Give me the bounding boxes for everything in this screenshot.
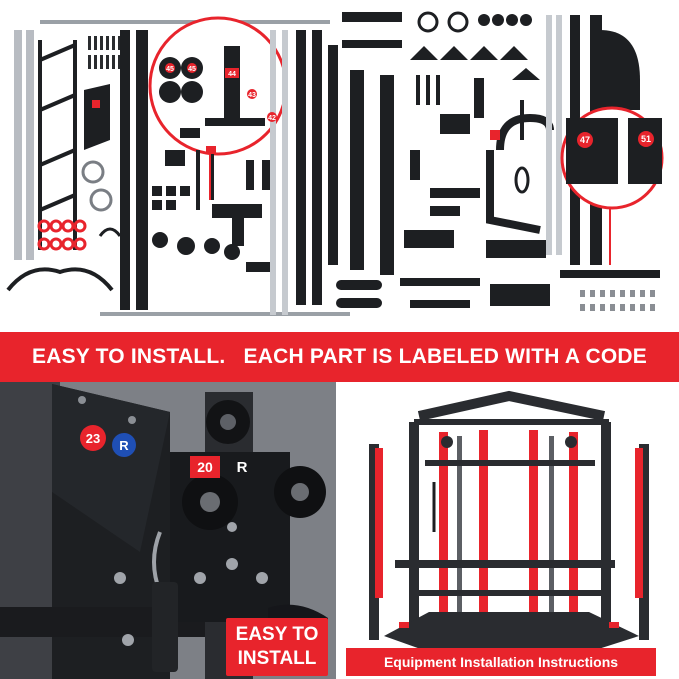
part-code-label: 42 xyxy=(268,115,276,122)
long-bar xyxy=(100,312,350,316)
upright-bar xyxy=(26,30,34,260)
easy-install-line2: INSTALL xyxy=(237,648,317,669)
part-code-label: 44 xyxy=(228,71,236,78)
zoom-label-layer: 45 45 44 43 42 47 51 xyxy=(165,63,654,148)
part-code-label: 51 xyxy=(641,134,651,144)
lat-bar-handle xyxy=(6,267,114,292)
assembled-machine-illustration xyxy=(339,382,679,679)
side-code-label: R xyxy=(237,459,248,476)
manual-label: Equipment Installation Instructions xyxy=(383,654,619,670)
handle xyxy=(98,227,122,237)
part-code-label: 43 xyxy=(248,92,256,99)
panel-divider xyxy=(336,382,339,679)
part-label-marker xyxy=(92,100,100,108)
part-code-label: 23 xyxy=(86,431,100,446)
part-code-label: 45 xyxy=(166,66,174,73)
red-clips xyxy=(37,219,87,251)
long-bar xyxy=(40,20,330,24)
banner-text: EASY TO INSTALL. EACH PART IS LABELED WI… xyxy=(32,345,647,368)
pulley-closeup-illustration: 23 R 20 R xyxy=(0,382,336,679)
bolt-set xyxy=(88,36,121,69)
ladder-frame xyxy=(38,40,77,250)
easy-install-badge: EASY TO INSTALL xyxy=(226,618,328,676)
column xyxy=(120,30,130,310)
part-code-label: 45 xyxy=(188,66,196,73)
parts-illustration xyxy=(6,11,664,316)
parts-cluster xyxy=(152,150,276,272)
side-code-label: R xyxy=(119,438,129,453)
upright-bar xyxy=(14,30,22,260)
installation-manual-bar: Equipment Installation Instructions xyxy=(346,648,656,676)
part-code-label: 47 xyxy=(580,135,590,145)
parts-layout-panel: 45 45 44 43 42 47 51 xyxy=(0,0,679,332)
cable-coil xyxy=(81,160,105,184)
labeled-parts-banner: EASY TO INSTALL. EACH PART IS LABELED WI… xyxy=(0,332,679,382)
cable-coil xyxy=(89,188,113,212)
gusset-plate xyxy=(84,84,110,150)
easy-install-line1: EASY TO xyxy=(235,624,319,645)
assembled-machine-photo xyxy=(339,382,679,679)
part-code-label: 20 xyxy=(197,459,213,475)
closeup-photo: 23 R 20 R xyxy=(0,382,336,679)
column xyxy=(136,30,148,310)
hardware-grid xyxy=(580,290,655,311)
pulleys xyxy=(417,11,469,33)
carabiner xyxy=(514,166,530,194)
